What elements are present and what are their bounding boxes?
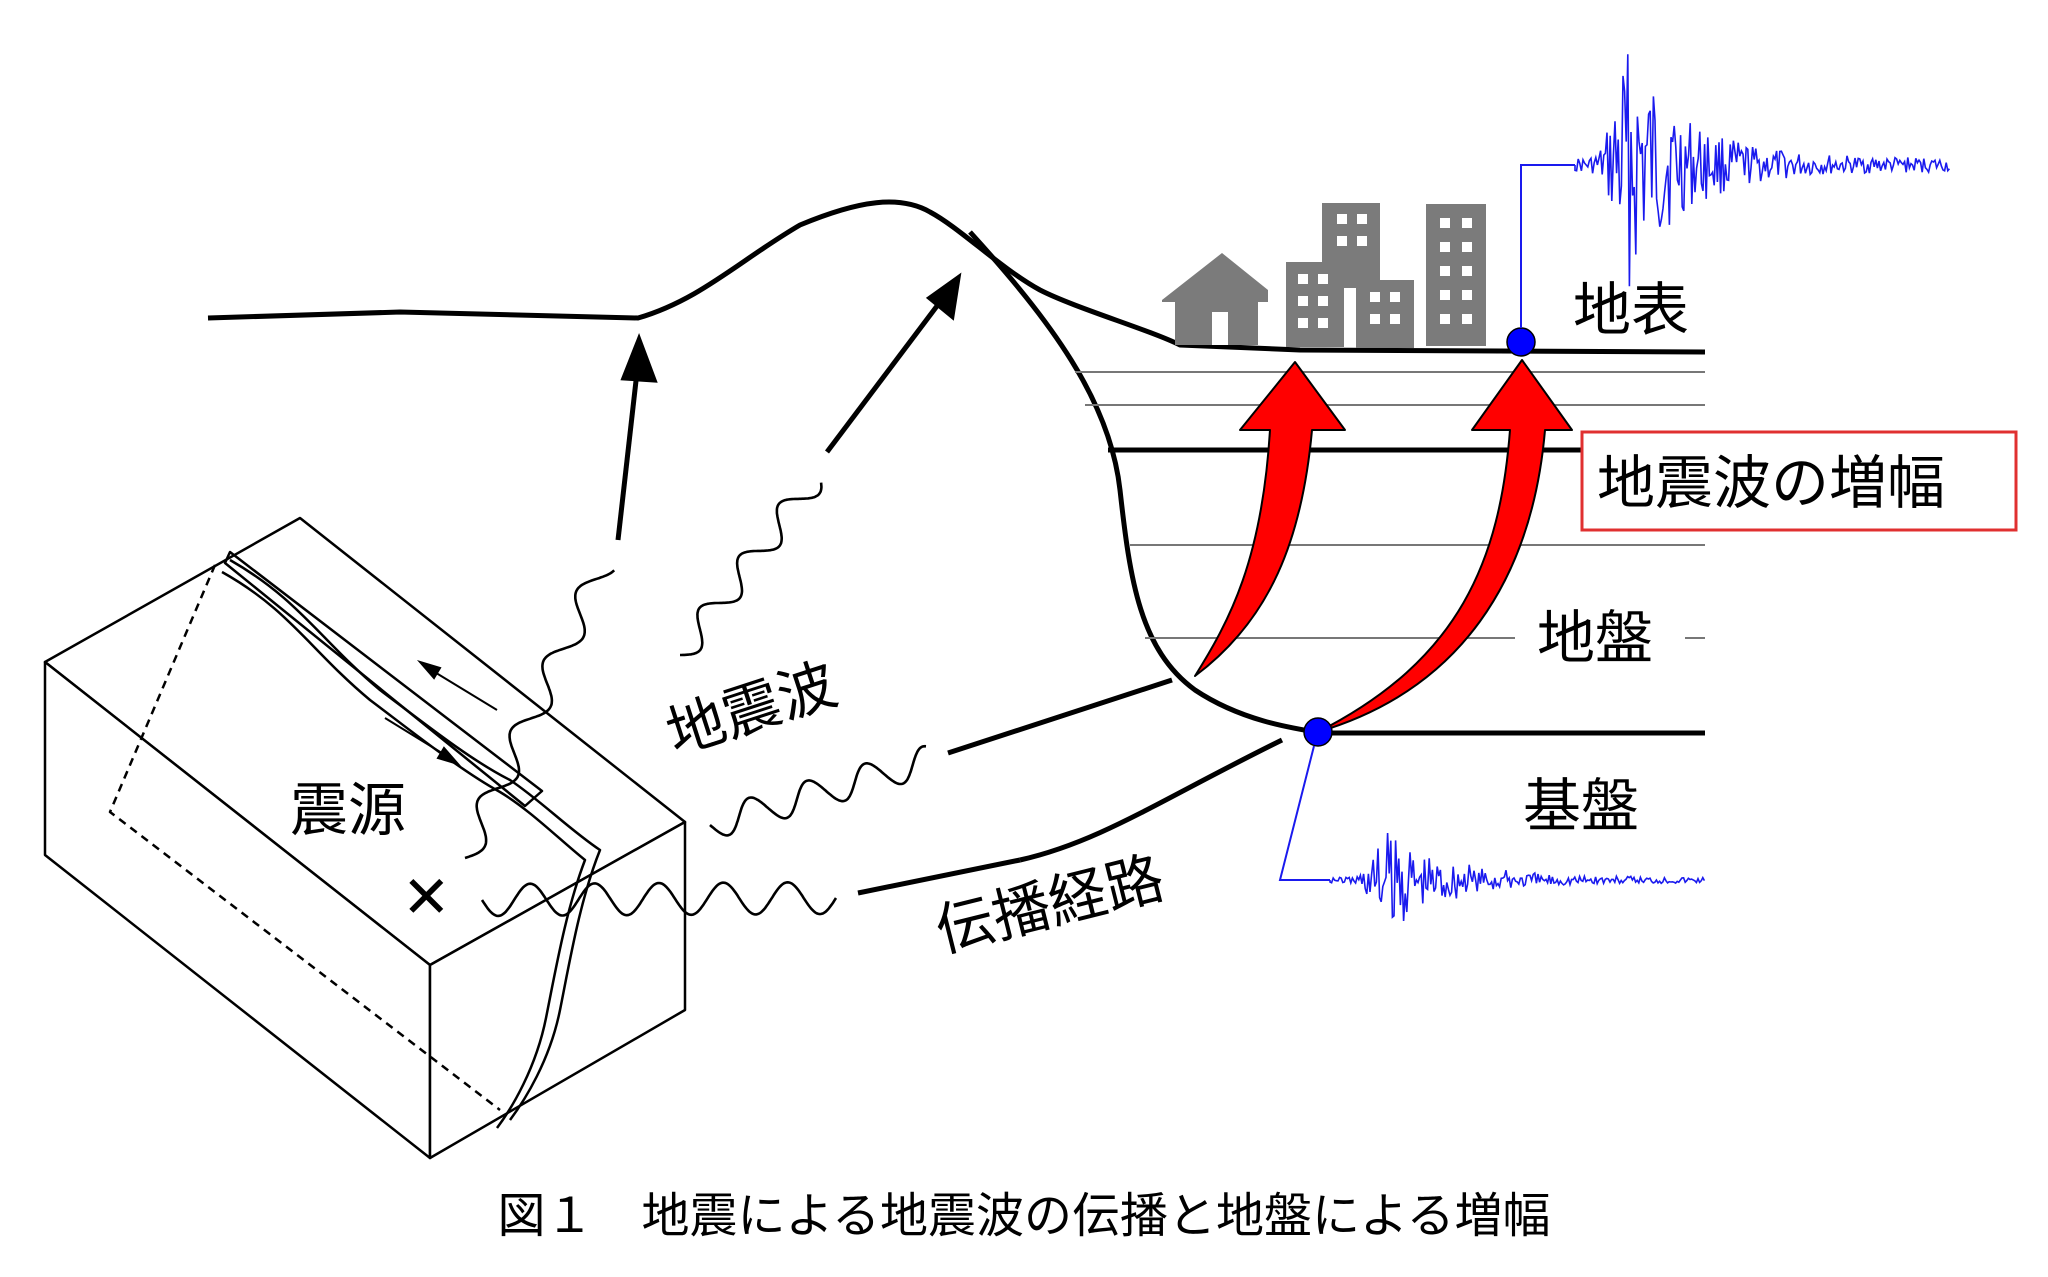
amplification-label-box: [1580, 430, 2018, 532]
label-propagation-path: 伝播経路: [929, 843, 1171, 965]
slip-arrows: [384, 660, 498, 766]
wave-ray-arrows: [615, 272, 1284, 896]
observation-point-icon: [1303, 717, 1333, 747]
building-windows: [1298, 214, 1472, 328]
wave-ray-up-left: [464, 569, 616, 860]
label-ground: 地盤: [1537, 604, 1653, 672]
hypocenter-marker-icon: ✕: [402, 863, 451, 931]
label-seismic-wave: 地震波: [658, 650, 845, 768]
ground-layers: [1075, 371, 1705, 639]
observation-point-icon: [1506, 327, 1536, 357]
wave-ray-mid: [709, 744, 927, 837]
seismogram-icon: [1278, 745, 1706, 922]
seismic-wave-rays: [464, 482, 927, 918]
amplification-arrows: [1194, 359, 1573, 733]
label-amplification: 地震波の増幅: [1597, 449, 1945, 517]
building-icon: [1286, 203, 1486, 348]
bedrock-seismogram-trace: [1329, 832, 1706, 922]
surface-seismogram-trace: [1574, 54, 1951, 287]
label-surface: 地表: [1573, 276, 1689, 344]
label-hypocenter: 震源: [290, 776, 406, 844]
house-icon: [1162, 253, 1268, 345]
label-bedrock: 基盤: [1523, 772, 1639, 840]
seismogram-icon: [1520, 54, 1951, 328]
fault-block: [43, 516, 687, 1160]
wave-ray-up-right: [680, 482, 823, 657]
figure-caption: 図１ 地震による地震波の伝播と地盤による増幅: [497, 1188, 1550, 1244]
wave-ray-low: [480, 880, 838, 918]
